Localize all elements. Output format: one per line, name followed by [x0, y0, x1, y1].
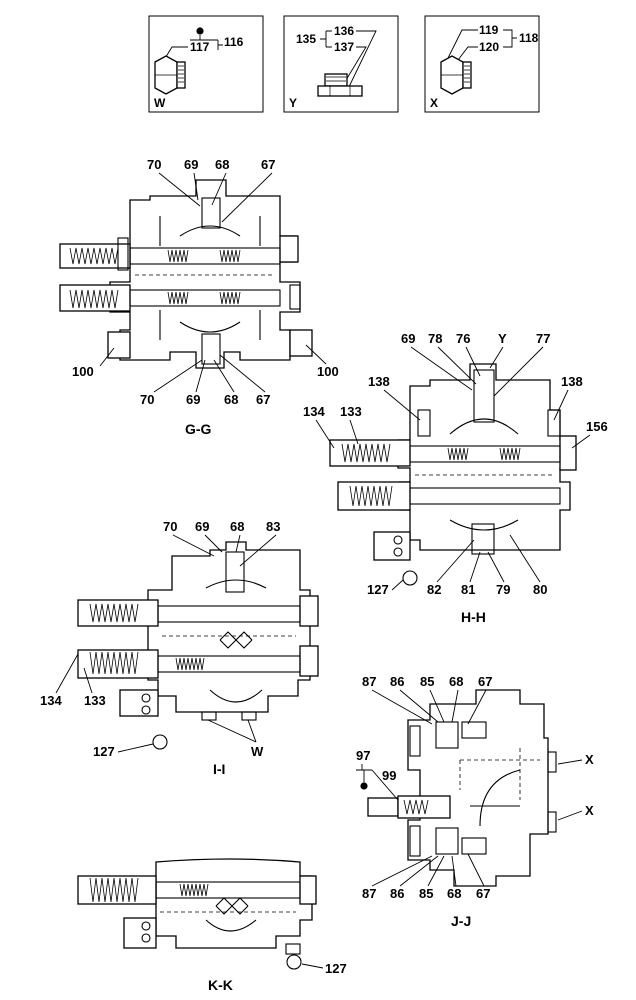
detail-x-part-118: 118 [519, 31, 539, 45]
ii-part-68: 68 [230, 519, 244, 534]
hh-part-127: 127 [367, 582, 389, 597]
jj-part-68b: 68 [447, 886, 461, 901]
detail-x: 119 120 118 X [424, 15, 540, 113]
jj-part-86b: 86 [390, 886, 404, 901]
ii-caption: I-I [213, 761, 225, 777]
gg-part-69a: 69 [184, 157, 198, 172]
hh-part-79: 79 [496, 582, 510, 597]
hh-part-133: 133 [340, 404, 362, 419]
hh-part-156: 156 [586, 419, 608, 434]
gg-part-68b: 68 [224, 392, 238, 407]
jj-part-87a: 87 [362, 674, 376, 689]
jj-part-68a: 68 [449, 674, 463, 689]
jj-part-xa: X [585, 752, 594, 767]
hh-part-78: 78 [428, 331, 442, 346]
jj-part-85b: 85 [419, 886, 433, 901]
detail-y-part-137: 137 [334, 40, 354, 54]
detail-w-marker: • [196, 33, 197, 35]
gg-caption: G-G [185, 421, 212, 437]
gg-part-68a: 68 [215, 157, 229, 172]
hh-part-69: 69 [401, 331, 415, 346]
jj-part-67a: 67 [478, 674, 492, 689]
hh-part-134: 134 [303, 404, 325, 419]
detail-w-part-117: 117 [190, 40, 210, 54]
detail-x-label: X [430, 96, 438, 110]
detail-w-part-116: 116 [224, 35, 244, 49]
section-gg: 70 69 68 67 100 100 70 69 68 67 G-G [59, 157, 339, 437]
hh-part-77: 77 [536, 331, 550, 346]
hh-part-76: 76 [456, 331, 470, 346]
hh-part-80: 80 [533, 582, 547, 597]
gg-part-69b: 69 [186, 392, 200, 407]
section-hh: 69 78 76 Y 77 138 138 134 133 156 127 82… [303, 331, 608, 625]
hh-caption: H-H [461, 609, 486, 625]
section-ii: 70 69 68 83 134 133 127 W I-I [40, 519, 319, 777]
jj-part-67b: 67 [476, 886, 490, 901]
detail-y-part-135: 135 [296, 32, 316, 46]
jj-caption: J-J [451, 913, 471, 929]
detail-y-label: Y [289, 96, 297, 110]
jj-marker: • [360, 788, 361, 790]
detail-x-part-120: 120 [479, 40, 499, 54]
ii-part-69: 69 [195, 519, 209, 534]
detail-y: 135 136 137 Y [283, 15, 399, 113]
ii-part-134: 134 [40, 693, 62, 708]
ii-part-70: 70 [163, 519, 177, 534]
section-jj: • 87 86 85 68 67 97 99 X X 87 86 85 68 6… [356, 674, 594, 929]
jj-part-xb: X [585, 803, 594, 818]
ii-part-133: 133 [84, 693, 106, 708]
ii-part-w: W [251, 744, 264, 759]
jj-part-87b: 87 [362, 886, 376, 901]
jj-part-97: 97 [356, 748, 370, 763]
gg-part-70b: 70 [140, 392, 154, 407]
detail-w: • 117 116 W [148, 15, 264, 113]
section-kk: 127 K-K [77, 858, 347, 993]
gg-part-67b: 67 [256, 392, 270, 407]
detail-y-part-136: 136 [334, 24, 354, 38]
gg-part-67a: 67 [261, 157, 275, 172]
detail-w-label: W [154, 96, 166, 110]
jj-part-99: 99 [382, 768, 396, 783]
detail-x-part-119: 119 [479, 23, 499, 37]
ii-part-83: 83 [266, 519, 280, 534]
hh-part-138a: 138 [368, 374, 390, 389]
gg-part-100a: 100 [72, 364, 94, 379]
hh-part-82: 82 [427, 582, 441, 597]
kk-caption: K-K [208, 977, 233, 993]
ii-part-127: 127 [93, 744, 115, 759]
hh-part-y: Y [498, 331, 507, 346]
gg-part-70a: 70 [147, 157, 161, 172]
gg-part-100b: 100 [317, 364, 339, 379]
jj-part-85a: 85 [420, 674, 434, 689]
hh-part-81: 81 [461, 582, 475, 597]
jj-part-86a: 86 [390, 674, 404, 689]
kk-part-127: 127 [325, 961, 347, 976]
hh-part-138b: 138 [561, 374, 583, 389]
